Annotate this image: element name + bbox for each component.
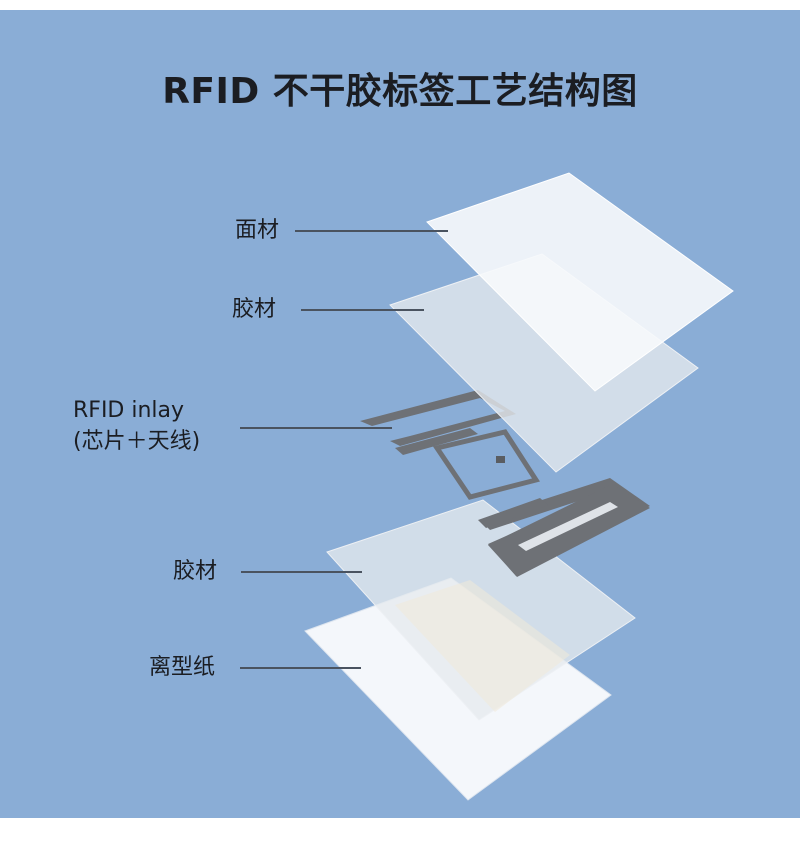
antenna-left-arm: [360, 390, 516, 446]
label-rfid-inlay-line2: (芯片＋天线): [73, 429, 201, 454]
antenna-chip-loop: [432, 429, 540, 500]
label-rfid-inlay: RFID inlay (芯片＋天线): [73, 395, 200, 457]
label-rfid-inlay-line1: RFID inlay: [73, 398, 185, 423]
label-face-material: 面材: [235, 218, 280, 243]
face-material-sheet: [426, 172, 734, 392]
chip-icon: [496, 456, 505, 463]
label-adhesive-top: 胶材: [232, 297, 277, 322]
label-release-paper: 离型纸: [149, 655, 216, 680]
antenna-left-coil: [395, 428, 478, 455]
adhesive-tint: [395, 580, 570, 712]
antenna-connector: [478, 498, 548, 528]
antenna-right-slot: [518, 502, 618, 551]
rfid-inlay: [360, 390, 650, 577]
label-adhesive-bottom: 胶材: [173, 559, 218, 584]
page-title: RFID 不干胶标签工艺结构图: [162, 71, 638, 112]
